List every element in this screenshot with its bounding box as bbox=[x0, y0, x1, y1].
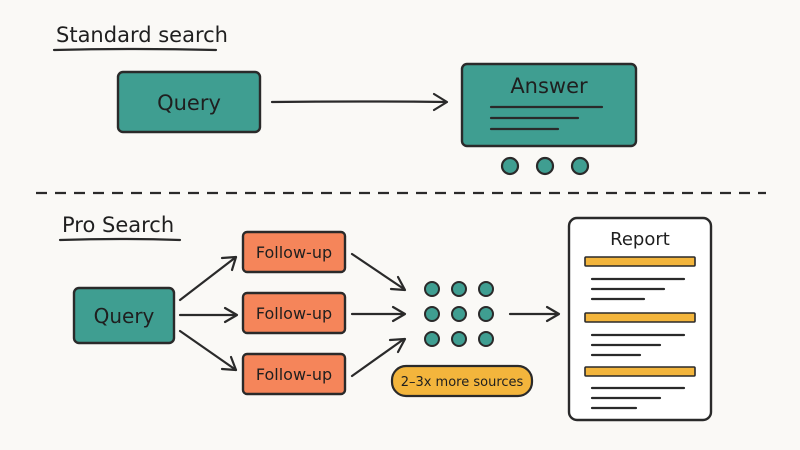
report-label: Report bbox=[610, 229, 670, 250]
standard-title-underline bbox=[52, 47, 218, 52]
report-document: Report bbox=[567, 216, 713, 422]
followup-label: Follow-up bbox=[256, 365, 332, 384]
standard-search-section: Standard search Query Answer bbox=[52, 23, 638, 176]
standard-query-box: Query bbox=[116, 70, 262, 134]
report-highlight-bar bbox=[584, 256, 696, 267]
sources-dot-grid bbox=[424, 281, 494, 347]
sources-badge: 2–3x more sources bbox=[390, 364, 534, 398]
followup-label: Follow-up bbox=[256, 243, 332, 262]
standard-query-label: Query bbox=[157, 91, 221, 115]
pro-search-section: Pro Search Query Follow-up Follow-up Fol… bbox=[58, 213, 713, 422]
answer-label: Answer bbox=[510, 74, 588, 98]
query-to-followup-arrows bbox=[178, 255, 239, 372]
sources-badge-label: 2–3x more sources bbox=[401, 375, 524, 390]
pro-search-title: Pro Search bbox=[62, 213, 174, 237]
followup-box: Follow-up bbox=[241, 291, 347, 335]
followup-label: Follow-up bbox=[256, 304, 332, 323]
sources-to-report-arrow bbox=[508, 305, 561, 323]
answer-source-dots bbox=[500, 156, 590, 176]
report-highlight-bar bbox=[584, 366, 696, 377]
pro-title-underline bbox=[58, 237, 182, 242]
pro-query-label: Query bbox=[94, 304, 155, 328]
followup-box: Follow-up bbox=[241, 230, 347, 274]
followup-to-sources-arrows bbox=[350, 252, 407, 378]
pro-query-box: Query bbox=[72, 286, 176, 345]
followup-box: Follow-up bbox=[241, 352, 347, 396]
standard-arrow bbox=[270, 92, 449, 112]
report-highlight-bar bbox=[584, 312, 696, 323]
answer-box: Answer bbox=[460, 62, 638, 148]
standard-search-title: Standard search bbox=[56, 23, 228, 47]
